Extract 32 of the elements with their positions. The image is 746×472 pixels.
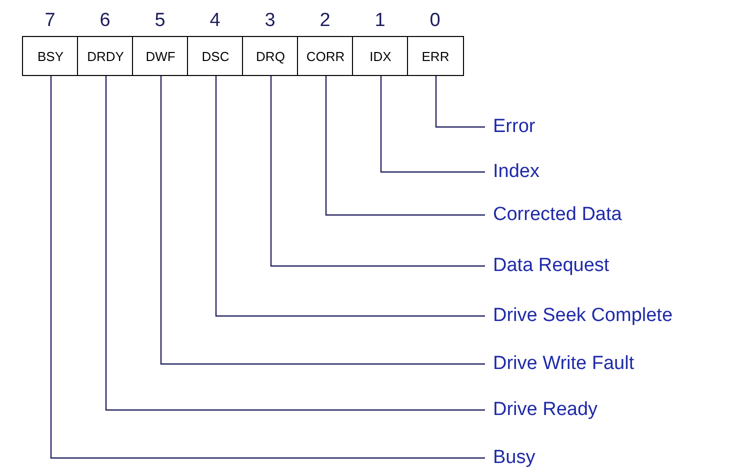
- bit-description: Index: [493, 161, 540, 183]
- leader-line: [380, 76, 485, 173]
- bit-number: 4: [208, 10, 222, 32]
- leader-line: [325, 76, 485, 216]
- leader-line: [50, 76, 485, 459]
- register-bit-field: DWF: [132, 36, 189, 76]
- register-bit-field: IDX: [352, 36, 409, 76]
- bit-number: 6: [98, 10, 112, 32]
- register-bit-field: ERR: [407, 36, 464, 76]
- register-bit-field: BSY: [22, 36, 79, 76]
- bit-number: 0: [428, 10, 442, 32]
- bit-number: 3: [264, 10, 276, 32]
- bit-description: Drive Seek Complete: [493, 305, 673, 327]
- leader-line: [215, 76, 485, 317]
- bit-description: Drive Write Fault: [493, 353, 634, 375]
- bit-number: 7: [44, 10, 56, 32]
- bit-number: 2: [318, 10, 332, 32]
- bit-description: Busy: [493, 447, 536, 469]
- register-bit-field: DRQ: [242, 36, 299, 76]
- bit-number: 1: [374, 10, 386, 32]
- bit-description: Error: [493, 116, 536, 138]
- leader-line: [105, 76, 485, 411]
- register-bit-field: CORR: [297, 36, 354, 76]
- leader-line: [435, 76, 485, 128]
- bit-description: Data Request: [493, 255, 610, 277]
- bit-description: Drive Ready: [493, 399, 598, 421]
- register-bit-field: DRDY: [77, 36, 134, 76]
- leader-line: [160, 76, 485, 365]
- register-bit-field: DSC: [187, 36, 244, 76]
- bit-number: 5: [154, 10, 166, 32]
- bit-description: Corrected Data: [493, 204, 622, 226]
- leader-line: [270, 76, 485, 267]
